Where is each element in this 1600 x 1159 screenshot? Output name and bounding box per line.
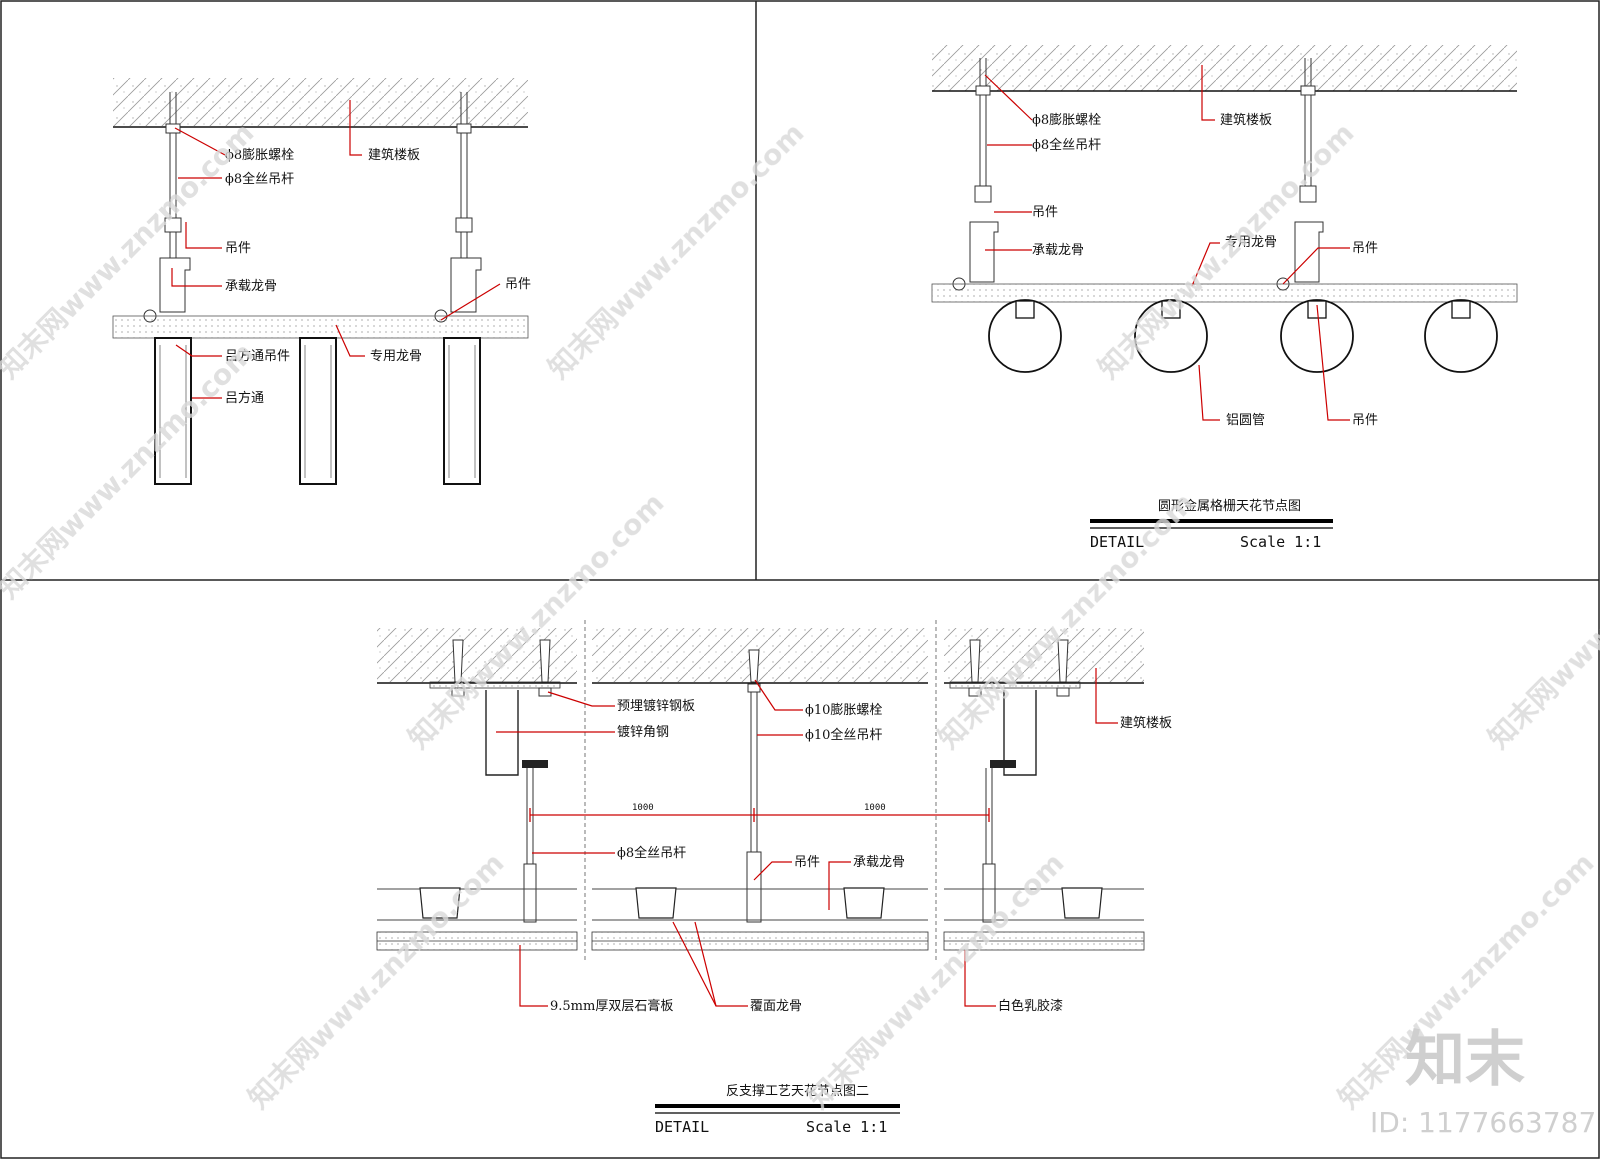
panel-c-scale: Scale 1:1: [806, 1118, 887, 1136]
label-b-pipe: 铝圆管: [1226, 413, 1265, 428]
label-a-tube-hanger: 吕方通吊件: [225, 348, 290, 364]
label-a-carrier: 承载龙骨: [225, 279, 277, 294]
watermark-text: 知末网www.znzmo.com: [932, 486, 1201, 755]
watermark-layer: 知末网www.znzmo.com 知末网www.znzmo.com 知末网www…: [0, 116, 1600, 1115]
watermark-text: 知末网www.znzmo.com: [242, 846, 511, 1115]
panel-a-rect-tube-ceiling: ϕ8膨胀螺栓 ϕ8全丝吊杆 建筑楼板 吊件 承载龙骨 吊件 吕方通吊件 专用龙骨…: [112, 78, 531, 485]
label-c-cover: 覆面龙骨: [750, 999, 802, 1014]
panel-c-title: 反支撑工艺天花节点图二: [726, 1083, 869, 1099]
dimension-2: 1000: [864, 803, 886, 813]
panel-b-round-grille-ceiling: ϕ8膨胀螺栓 ϕ8全丝吊杆 建筑楼板 吊件 承载龙骨 专用龙骨 吊件 铝圆管 吊…: [931, 45, 1518, 551]
label-c-bolt: ϕ10膨胀螺栓: [805, 703, 882, 718]
label-c-hanger: 吊件: [794, 855, 820, 870]
label-c-rod8: ϕ8全丝吊杆: [617, 845, 686, 861]
label-a-slab: 建筑楼板: [368, 147, 420, 163]
label-a-rod: ϕ8全丝吊杆: [225, 171, 294, 187]
panel-c-detail: DETAIL: [655, 1118, 709, 1136]
watermark-logo: 知末: [1405, 1025, 1525, 1095]
label-b-hanger-right: 吊件: [1352, 241, 1378, 256]
label-a-hanger-right: 吊件: [505, 277, 531, 292]
label-c-slab: 建筑楼板: [1120, 715, 1172, 731]
watermark-text: 知末网www.znzmo.com: [1482, 486, 1600, 755]
dimension-1: 1000: [632, 803, 654, 813]
label-b-carrier: 承载龙骨: [1032, 243, 1084, 258]
watermark-id: ID: 1177663787: [1370, 1106, 1596, 1139]
label-a-bolt: ϕ8膨胀螺栓: [225, 148, 294, 163]
label-b-keel: 专用龙骨: [1225, 235, 1277, 250]
watermark-text: 知末网www.znzmo.com: [0, 116, 260, 385]
watermark-text: 知末网www.znzmo.com: [542, 116, 811, 385]
watermark-text: 知末网www.znzmo.com: [0, 336, 260, 605]
label-c-board: 9.5mm厚双层石膏板: [550, 998, 673, 1014]
watermark-text: 知末网www.znzmo.com: [402, 486, 671, 755]
label-b-slab: 建筑楼板: [1220, 112, 1272, 128]
panel-b-detail: DETAIL: [1090, 533, 1144, 551]
label-c-rod10: ϕ10全丝吊杆: [805, 727, 882, 743]
label-a-keel: 专用龙骨: [370, 349, 422, 364]
panel-c-reverse-support-ceiling: 1000 1000 预埋镀锌钢板 镀锌角钢 ϕ10膨胀螺栓 ϕ10全丝吊杆 建筑…: [376, 620, 1172, 1136]
label-b-hanger-bottom: 吊件: [1352, 413, 1378, 428]
label-b-bolt: ϕ8膨胀螺栓: [1032, 113, 1101, 128]
label-c-paint: 白色乳胶漆: [998, 998, 1063, 1014]
label-a-hanger: 吊件: [225, 241, 251, 256]
label-b-hanger: 吊件: [1032, 205, 1058, 220]
label-c-angle: 镀锌角钢: [617, 724, 669, 740]
label-c-plate: 预埋镀锌钢板: [617, 698, 695, 714]
panel-b-scale: Scale 1:1: [1240, 533, 1321, 551]
panel-b-title: 圆形金属格栅天花节点图: [1158, 498, 1301, 514]
label-c-carrier: 承载龙骨: [853, 855, 905, 870]
label-a-tube: 吕方通: [225, 390, 264, 406]
label-b-rod: ϕ8全丝吊杆: [1032, 137, 1101, 153]
